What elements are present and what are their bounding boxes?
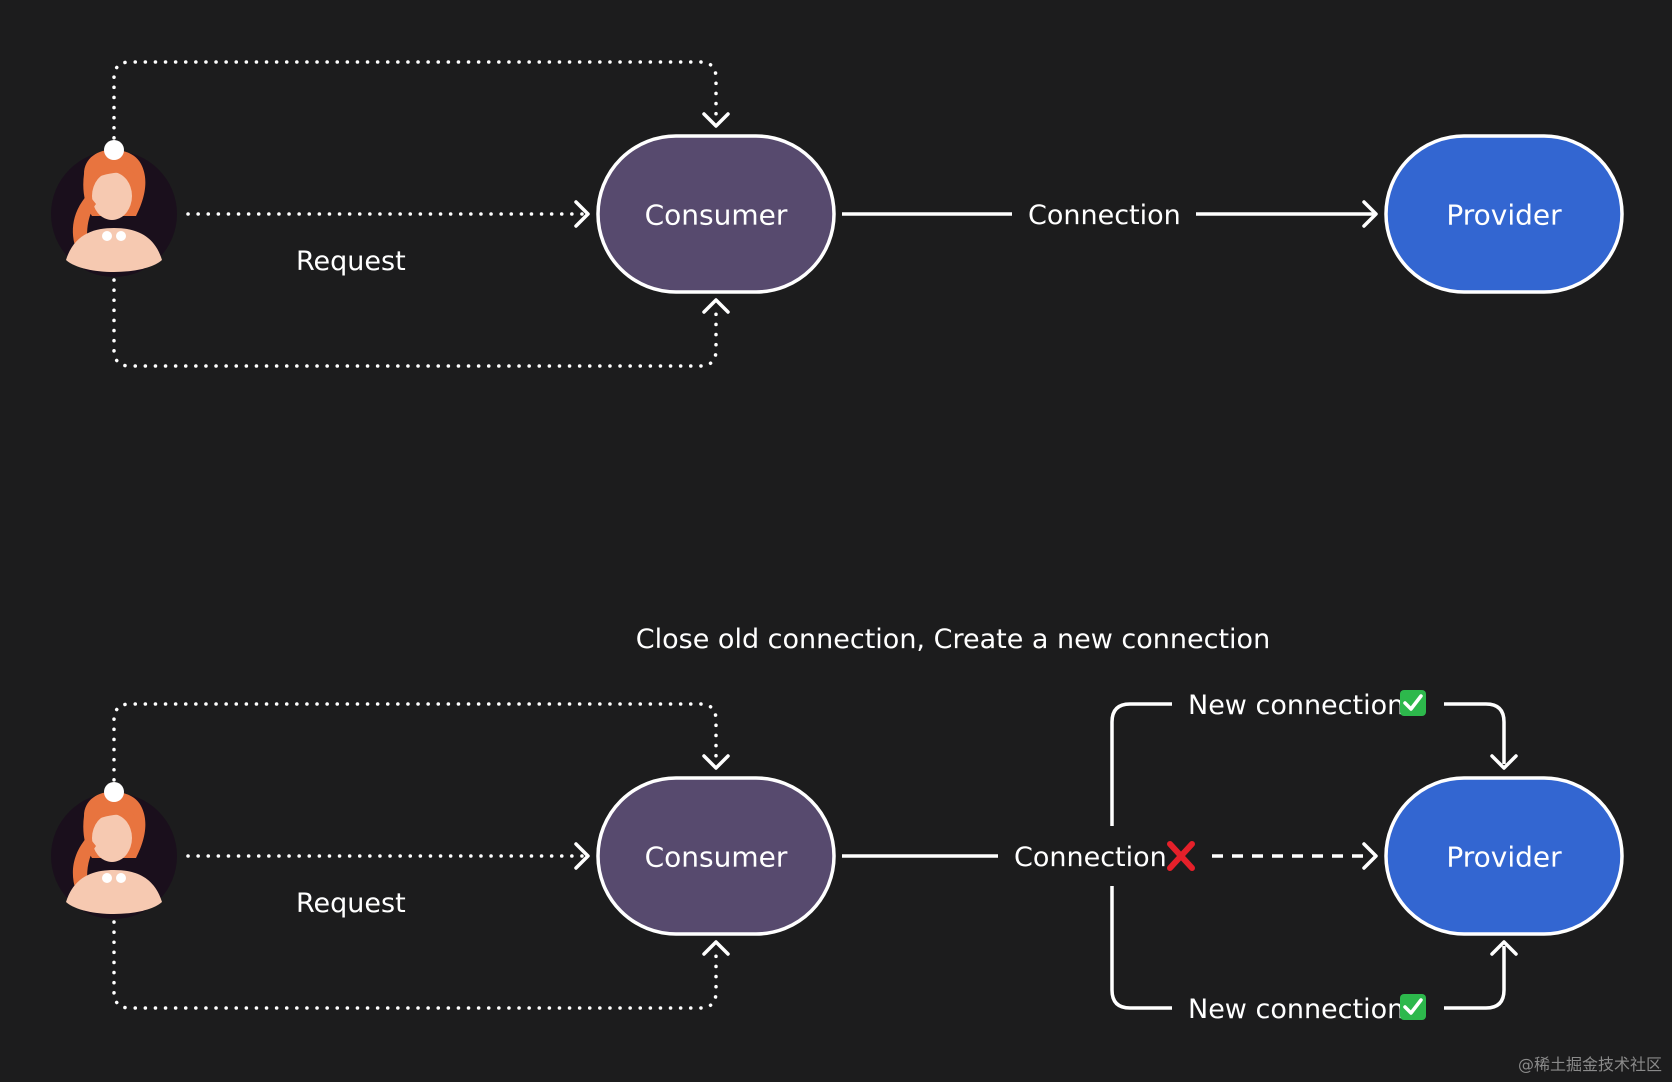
new-connection-lower-line-right: [1444, 946, 1506, 1010]
bottom-consumer-label: Consumer: [645, 841, 788, 874]
bottom-loop-lower: [112, 920, 718, 1010]
new-connection-lower-arrow: [1490, 940, 1518, 956]
new-connection-bottom-label: New connection: [1188, 994, 1404, 1025]
top-connection-label: Connection: [1028, 200, 1181, 231]
top-request-label: Request: [296, 246, 406, 277]
bottom-loop-upper: [112, 702, 718, 792]
new-connection-upper-line-right: [1444, 702, 1506, 764]
bottom-caption: Close old connection, Create a new conne…: [636, 624, 1270, 655]
bottom-connection-arrow: [1362, 842, 1378, 870]
top-consumer-label: Consumer: [645, 199, 788, 232]
bottom-request-label: Request: [296, 888, 406, 919]
top-loop-lower: [112, 278, 718, 368]
top-check-mark-icon: [1398, 688, 1428, 718]
top-loop-lower-arrow: [702, 298, 730, 314]
cross-mark-icon: [1167, 841, 1195, 871]
bottom-loop-lower-arrow: [702, 940, 730, 956]
top-user-avatar-icon: [51, 149, 177, 277]
new-connection-top-label: New connection: [1188, 690, 1404, 721]
bottom-provider-label: Provider: [1446, 841, 1562, 874]
bottom-request-arrow: [574, 842, 590, 870]
bottom-avatar-anchor-dot: [104, 782, 124, 802]
bottom-connection-label: Connection: [1014, 842, 1167, 873]
bottom-check-mark-icon: [1398, 992, 1428, 1022]
top-diagram: Request Consumer Connection Provider: [51, 60, 1624, 368]
top-request-arrow: [574, 200, 590, 228]
bottom-loop-upper-arrow: [702, 754, 730, 770]
top-connection-arrow: [1362, 200, 1378, 228]
top-loop-upper: [112, 60, 718, 150]
top-provider-node[interactable]: Provider: [1384, 134, 1624, 294]
bottom-provider-node[interactable]: Provider: [1384, 776, 1624, 936]
new-connection-lower-line-left: [1110, 886, 1172, 1010]
top-loop-upper-arrow: [702, 112, 730, 128]
top-consumer-node[interactable]: Consumer: [596, 134, 836, 294]
bottom-consumer-node[interactable]: Consumer: [596, 776, 836, 936]
watermark: @稀土掘金技术社区: [1518, 1055, 1662, 1074]
new-connection-upper-arrow: [1490, 754, 1518, 770]
bottom-user-avatar-icon: [51, 791, 177, 919]
top-provider-label: Provider: [1446, 199, 1562, 232]
new-connection-upper-line-left: [1110, 702, 1172, 826]
top-avatar-anchor-dot: [104, 140, 124, 160]
bottom-diagram: Request Consumer Connection New connecti…: [51, 688, 1624, 1025]
